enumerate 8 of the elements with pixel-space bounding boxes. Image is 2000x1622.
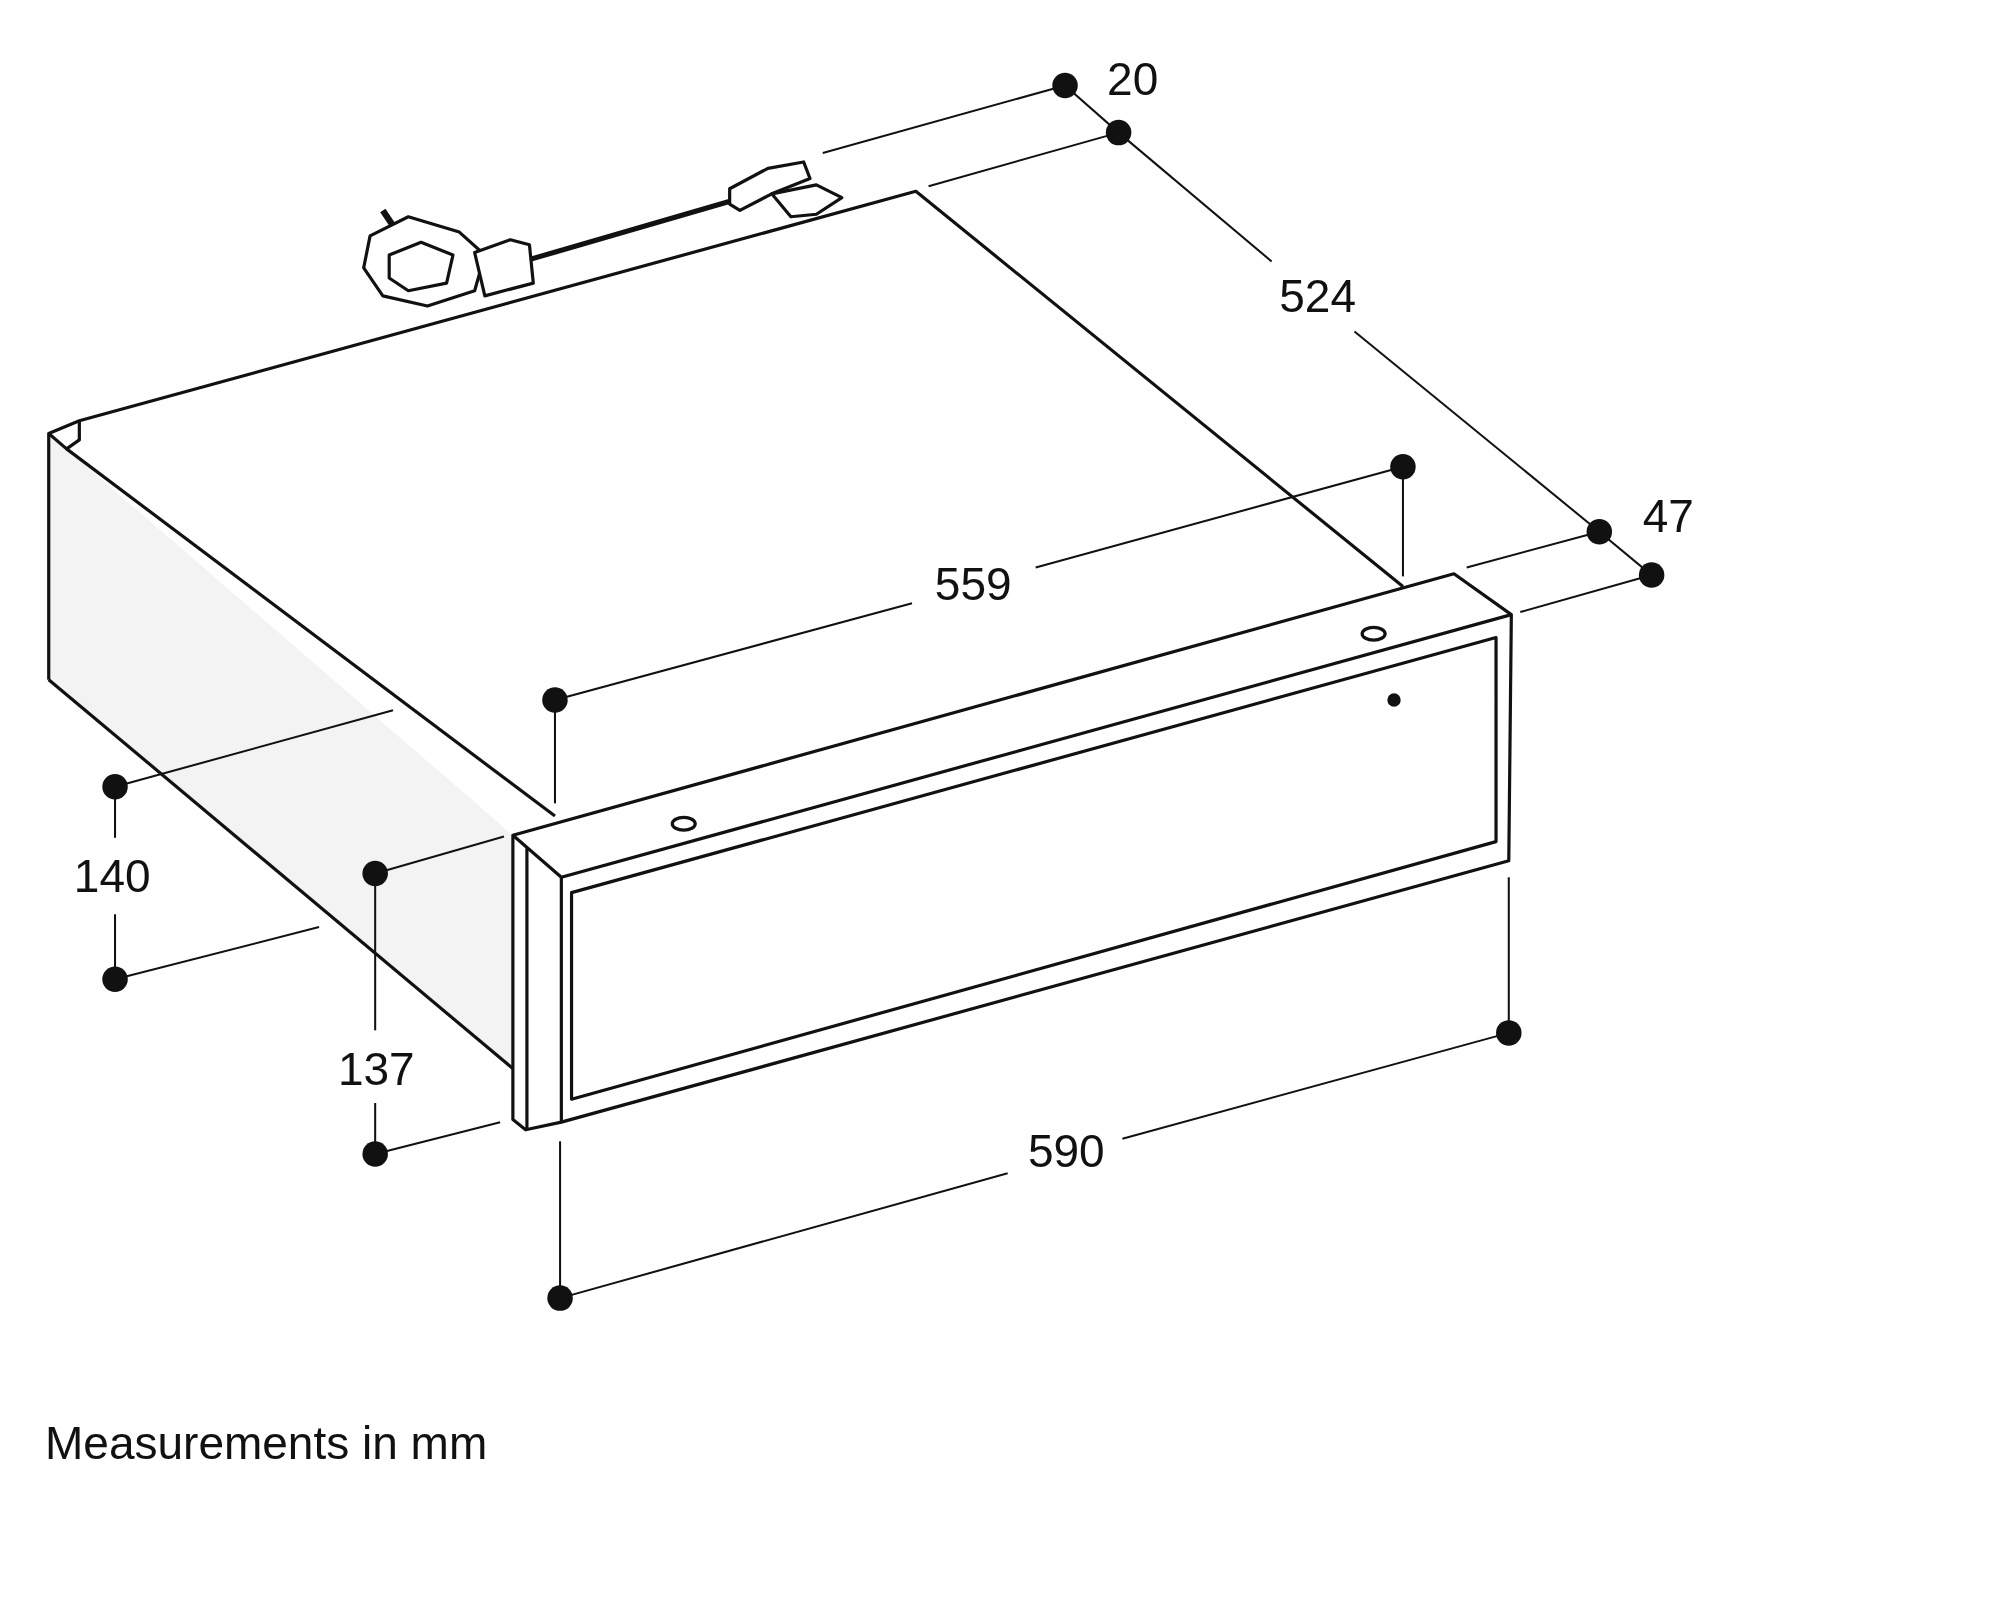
dimension-value: 590 (1027, 1128, 1105, 1175)
caption: Measurements in mm (45, 1418, 488, 1469)
dimension-value: 20 (1107, 56, 1159, 103)
dimension-value: 140 (73, 853, 151, 900)
dimension-value: 137 (337, 1045, 415, 1092)
dimension-value: 524 (1279, 272, 1356, 319)
dimension-value: 559 (934, 561, 1012, 607)
dimension-value: 47 (1642, 493, 1694, 540)
